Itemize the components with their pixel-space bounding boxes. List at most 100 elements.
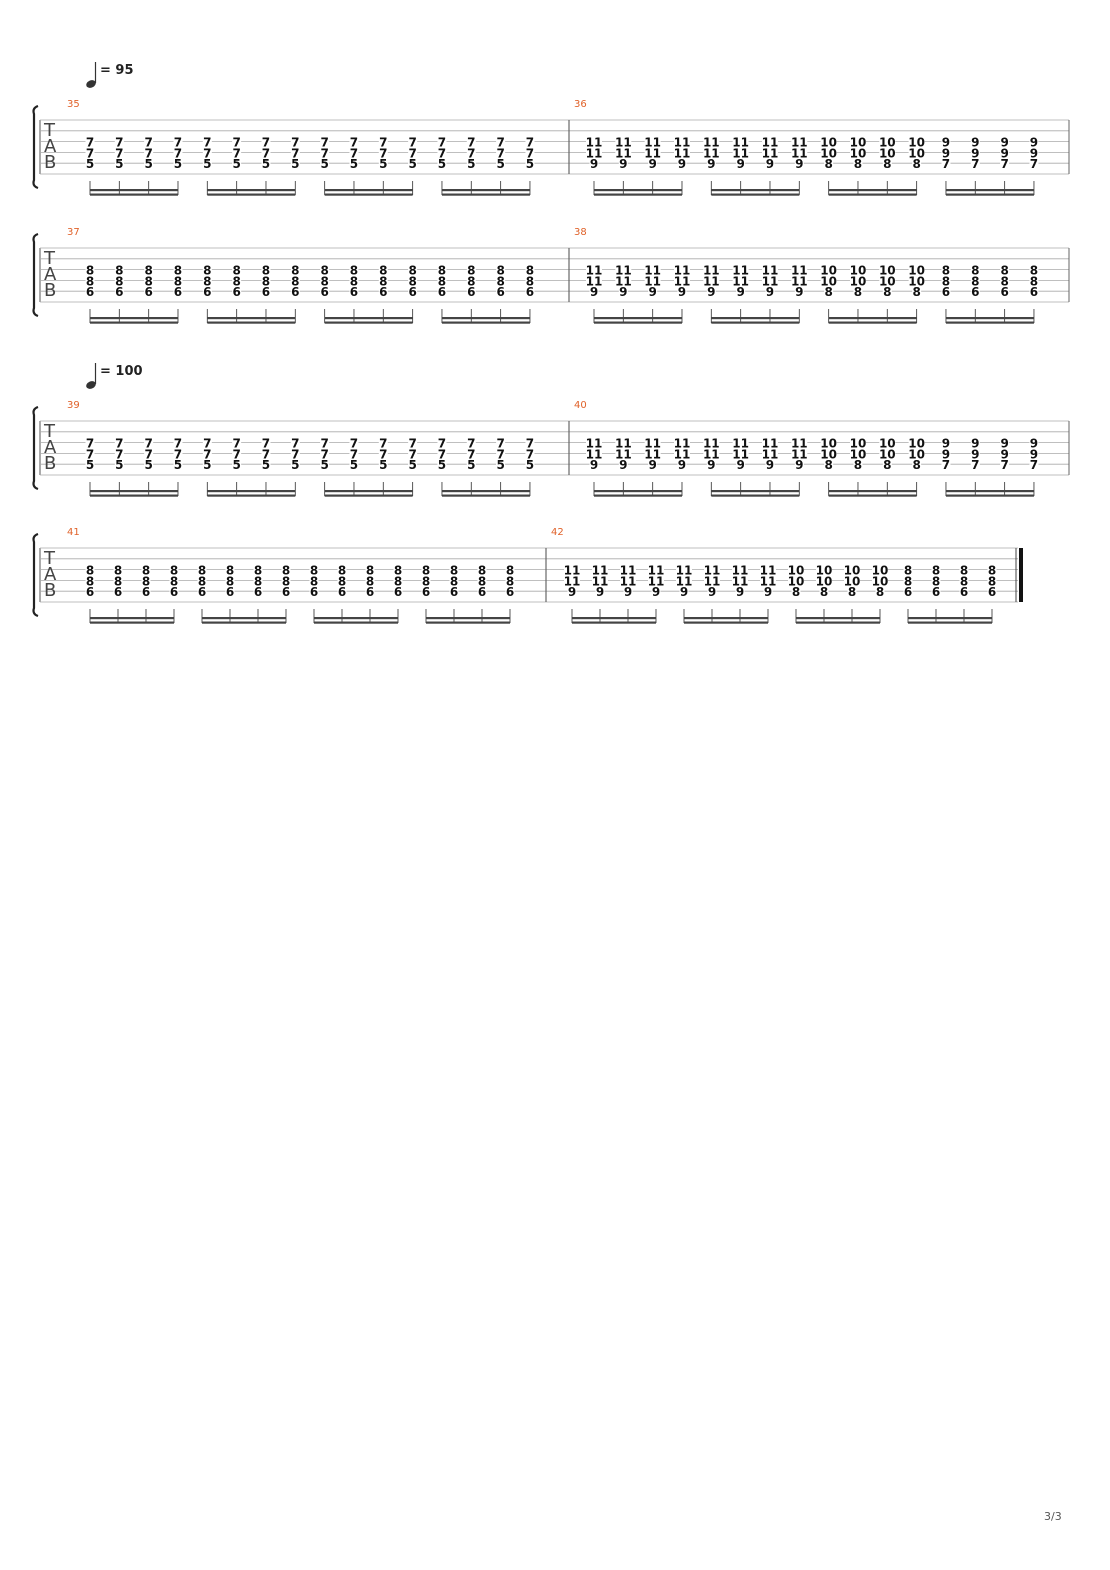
fret-bg (378, 437, 388, 449)
fret-number: 10 (820, 264, 837, 278)
beam (828, 193, 917, 196)
fret-bg (113, 574, 123, 586)
fret-bg (644, 136, 661, 148)
fret-number: 8 (114, 574, 122, 588)
fret-bg (592, 564, 608, 576)
fret-number: 11 (732, 264, 749, 278)
fret-number: 6 (408, 285, 416, 299)
fret-number: 7 (203, 437, 211, 451)
fret-bg (85, 274, 95, 286)
tab-clef-letter: T (43, 421, 56, 442)
fret-bg (761, 447, 778, 459)
fret-bg (959, 574, 969, 586)
beam (572, 617, 656, 620)
fret-number: 10 (879, 264, 896, 278)
fret-number: 8 (320, 264, 328, 278)
fret-bg (791, 274, 808, 286)
fret-bg (408, 274, 418, 286)
fret-bg (620, 574, 636, 586)
fret-number: 7 (232, 447, 240, 461)
fret-bg (765, 285, 775, 297)
fret-bg (261, 264, 271, 276)
fret-bg (908, 136, 925, 148)
fret-number: 5 (115, 157, 123, 171)
fret-bg (525, 274, 535, 286)
fret-bg (466, 136, 476, 148)
fret-number: 10 (844, 574, 861, 588)
fret-bg (794, 458, 804, 470)
tab-clef-letter: T (43, 120, 56, 141)
fret-bg (879, 136, 896, 148)
beam (945, 193, 1034, 196)
fret-bg (378, 264, 388, 276)
beam (207, 189, 296, 192)
fret-bg (261, 285, 271, 297)
beam (90, 321, 178, 324)
fret-number: 9 (1030, 437, 1038, 451)
fret-number: 11 (586, 437, 603, 451)
fret-number: 10 (820, 146, 837, 160)
fret-bg (761, 146, 778, 158)
fret-number: 8 (291, 264, 299, 278)
fret-number: 7 (86, 136, 94, 150)
fret-number: 8 (366, 564, 374, 578)
fret-number: 7 (408, 437, 416, 451)
fret-bg (589, 157, 599, 169)
fret-bg (525, 437, 535, 449)
fret-bg (466, 447, 476, 459)
tempo-value: = 100 (100, 364, 143, 379)
fret-number: 5 (262, 157, 270, 171)
beam (324, 189, 413, 192)
fret-bg (232, 437, 242, 449)
fret-number: 11 (644, 437, 661, 451)
fret-number: 8 (960, 564, 968, 578)
fret-bg (849, 146, 866, 158)
fret-number: 10 (820, 274, 837, 288)
fret-number: 6 (203, 285, 211, 299)
tab-system: = 100TAB39775775775775775775775775775775… (32, 363, 1070, 497)
fret-bg (903, 574, 913, 586)
fret-number: 8 (1030, 274, 1038, 288)
fret-bg (85, 585, 95, 597)
fret-number: 11 (791, 264, 808, 278)
fret-bg (378, 447, 388, 459)
fret-bg (819, 585, 829, 597)
fret-bg (290, 264, 300, 276)
fret-bg (144, 447, 154, 459)
fret-bg (281, 574, 291, 586)
fret-number: 10 (820, 437, 837, 451)
measure: 3611119111191111911119111191111911119111… (574, 99, 1039, 196)
fret-number: 7 (467, 146, 475, 160)
fret-number: 8 (971, 274, 979, 288)
fret-number: 7 (350, 447, 358, 461)
fret-bg (365, 564, 375, 576)
fret-number: 11 (674, 264, 691, 278)
fret-number: 8 (912, 157, 920, 171)
fret-number: 11 (791, 146, 808, 160)
beam (828, 494, 917, 497)
fret-bg (496, 274, 506, 286)
beam (908, 617, 992, 620)
tab-clef-letter: A (44, 264, 57, 285)
fret-number: 9 (678, 157, 686, 171)
fret-number: 8 (394, 574, 402, 588)
fret-bg (703, 274, 720, 286)
fret-bg (970, 136, 980, 148)
fret-number: 10 (816, 574, 833, 588)
fret-bg (1000, 458, 1010, 470)
fret-bg (337, 564, 347, 576)
fret-bg (970, 157, 980, 169)
fret-number: 5 (526, 157, 534, 171)
fret-number: 9 (971, 437, 979, 451)
fret-number: 7 (320, 437, 328, 451)
fret-bg (281, 564, 291, 576)
fret-number: 8 (792, 585, 800, 599)
fret-bg (466, 157, 476, 169)
beam (90, 193, 178, 196)
fret-number: 11 (732, 437, 749, 451)
fret-bg (879, 146, 896, 158)
fret-bg (908, 447, 925, 459)
measure: 4211119111191111911119111191111911119111… (551, 527, 997, 624)
fret-bg (872, 564, 888, 576)
